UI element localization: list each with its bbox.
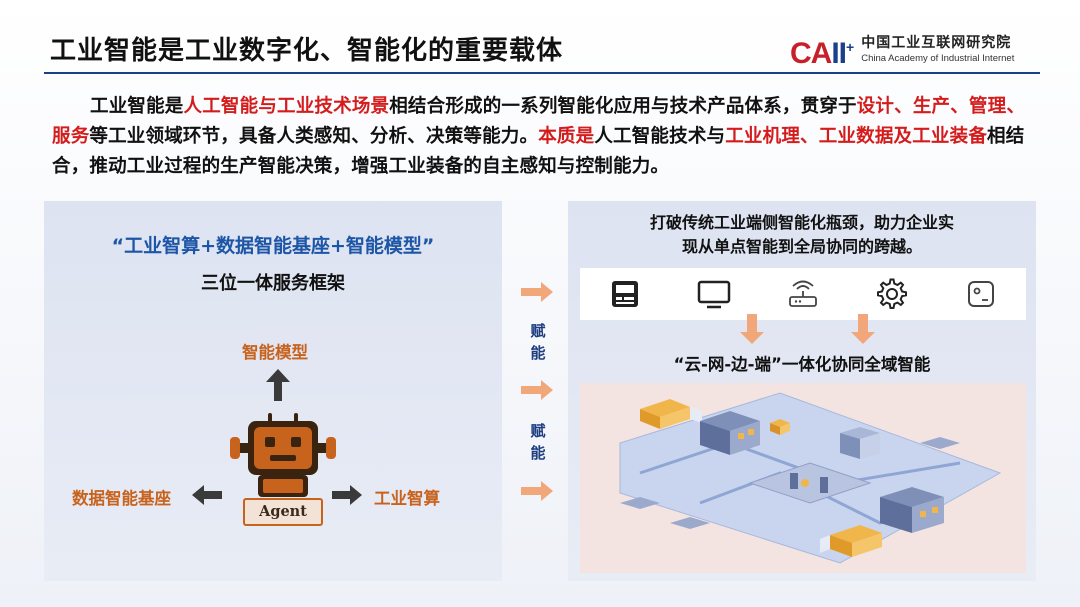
logo-name-en: China Academy of Industrial Internet	[861, 51, 1014, 67]
arrow-right-icon	[521, 481, 553, 501]
intro-segment: 人工智能技术与	[594, 126, 725, 147]
empower-label: 赋能	[527, 320, 549, 364]
intro-segment: 相结合形成的一系列智能化应用与技术产品体系，贯穿于	[389, 96, 857, 117]
robot-icon	[230, 413, 336, 499]
slide-title: 工业智能是工业数字化、智能化的重要载体	[50, 30, 563, 67]
monitor-icon	[696, 276, 732, 312]
router-icon	[785, 276, 821, 312]
arrow-right-icon	[332, 485, 362, 505]
intro-highlight: 人工智能与工业技术场景	[184, 96, 390, 117]
label-smart-model: 智能模型	[242, 339, 308, 363]
logo-text: 中国工业互联网研究院 China Academy of Industrial I…	[861, 35, 1014, 67]
framework-panel: “工业智算+数据智能基座+智能模型” 三位一体服务框架 智能模型 数据智能基座 …	[44, 201, 502, 581]
agent-label: Agent	[243, 498, 323, 526]
intro-highlight: 本质是	[538, 126, 594, 147]
arrow-right-icon	[521, 282, 553, 302]
intro-paragraph: 工业智能是人工智能与工业技术场景相结合形成的一系列智能化应用与技术产品体系，贯穿…	[52, 92, 1037, 182]
framework-heading: “工业智算+数据智能基座+智能模型”	[44, 231, 502, 258]
edge-panel-heading: 打破传统工业端侧智能化瓶颈，助力企业实 现从单点智能到全局协同的跨越。	[598, 211, 1006, 259]
caii-logo: CAII+ 中国工业互联网研究院 China Academy of Indust…	[790, 30, 1014, 71]
gear-icon	[874, 276, 910, 312]
arrow-right-icon	[521, 380, 553, 400]
edge-intelligence-panel: 打破传统工业端侧智能化瓶颈，助力企业实 现从单点智能到全局协同的跨越。	[568, 201, 1036, 581]
cloud-edge-title: “云-网-边-端”一体化协同全域智能	[568, 351, 1036, 375]
label-industrial-compute: 工业智算	[374, 485, 440, 509]
label-data-base: 数据智能基座	[72, 485, 171, 509]
arrow-down-icon	[740, 314, 764, 344]
camera-device-icon	[963, 276, 999, 312]
smart-factory-illustration	[580, 383, 1026, 573]
pos-terminal-icon	[607, 276, 643, 312]
intro-highlight: 工业机理、工业数据及工业装备	[725, 126, 987, 147]
device-icon-strip	[580, 268, 1026, 320]
framework-subheading: 三位一体服务框架	[44, 269, 502, 295]
logo-name-cn: 中国工业互联网研究院	[861, 35, 1014, 51]
intro-segment: 等工业领域环节，具备人类感知、分析、决策等能力。	[89, 126, 538, 147]
arrow-down-icon	[851, 314, 875, 344]
arrow-up-icon	[266, 369, 290, 401]
empower-label: 赋能	[527, 420, 549, 464]
arrow-left-icon	[192, 485, 222, 505]
title-divider	[44, 72, 1040, 74]
intro-segment: 工业智能是	[90, 96, 184, 117]
logo-mark: CAII+	[790, 30, 853, 71]
